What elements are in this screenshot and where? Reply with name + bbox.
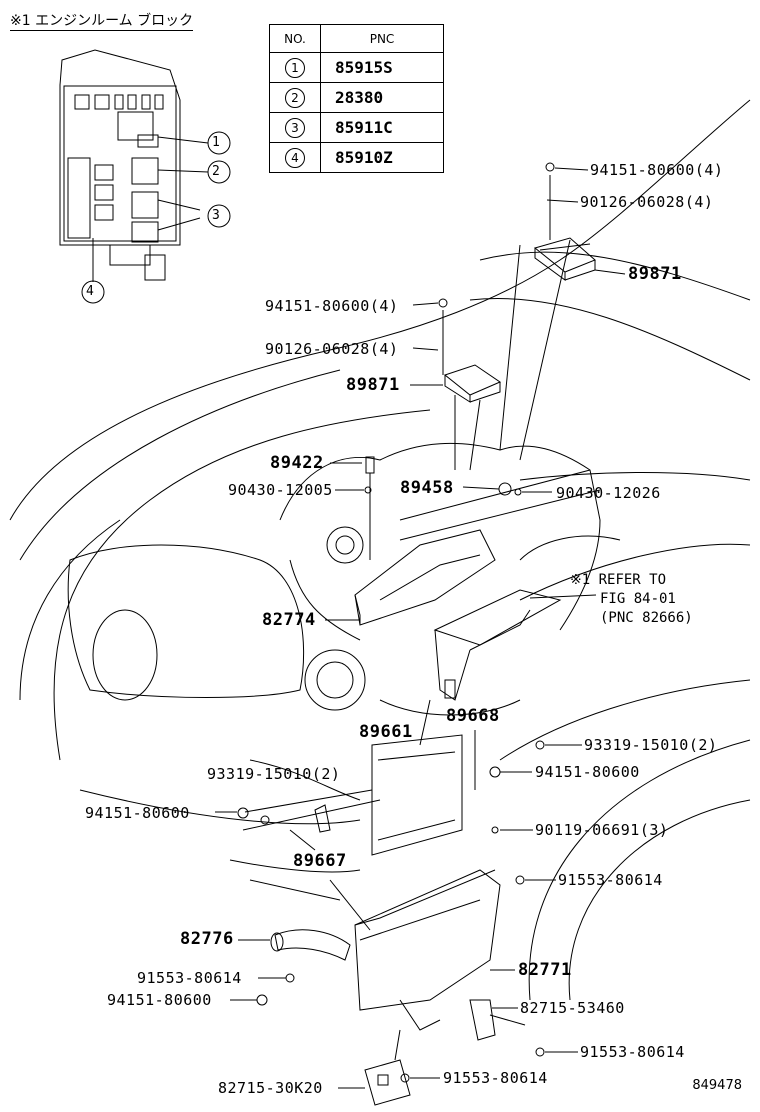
connector-top-right <box>499 175 596 461</box>
label-89668: 89668 <box>446 706 500 726</box>
label-90126-06028-top: 90126-06028(4) <box>580 193 714 211</box>
air-hose-82776 <box>270 929 351 961</box>
label-82774: 82774 <box>262 610 316 630</box>
label-90119-06691: 90119-06691(3) <box>535 821 669 839</box>
label-94151-80600-right: 94151-80600 <box>535 763 640 781</box>
leader-lines <box>215 167 626 1089</box>
note-title: ※1 エンジンルーム ブロック <box>10 13 194 31</box>
label-94151-80600-b: 94151-80600 <box>107 991 212 1009</box>
header-pnc: PNC <box>320 24 444 53</box>
label-89422: 89422 <box>270 453 324 473</box>
engine-outline <box>279 442 621 716</box>
refer-line-3: (PNC 82666) <box>600 610 693 626</box>
bracket-82715-30K20 <box>364 1029 411 1106</box>
table-row: 3 85911C <box>269 112 444 143</box>
label-89667: 89667 <box>293 851 347 871</box>
label-90126-06028-mid: 90126-06028(4) <box>265 340 399 358</box>
label-90430-12026: 90430-12026 <box>556 484 661 502</box>
label-91553-80614-c: 91553-80614 <box>580 1043 685 1061</box>
bracket-82715-53460 <box>469 999 526 1041</box>
pnc-table: NO. PNC 1 85915S 2 28380 3 85911C 4 8591… <box>269 24 444 173</box>
inset-callout-circles <box>81 131 231 304</box>
vehicle-body-outline <box>9 99 751 1001</box>
label-93319-15010-right: 93319-15010(2) <box>584 736 718 754</box>
label-82715-30K20: 82715-30K20 <box>218 1079 323 1097</box>
label-82771: 82771 <box>518 960 572 980</box>
label-89661: 89661 <box>359 722 413 742</box>
label-91553-80614-b: 91553-80614 <box>137 969 242 987</box>
ecu-89661 <box>371 699 476 856</box>
row-pnc: 85910Z <box>320 142 444 173</box>
row-no: 2 <box>285 87 305 108</box>
inset-callout-2: 2 <box>212 164 221 179</box>
label-89871-left: 89871 <box>346 375 400 395</box>
label-90430-12005: 90430-12005 <box>228 481 333 499</box>
connector-mid <box>442 310 502 471</box>
table-row: 2 28380 <box>269 82 444 113</box>
label-82776: 82776 <box>180 929 234 949</box>
refer-line-1: ※1 REFER TO <box>570 572 667 588</box>
bracket-89667 <box>242 789 381 851</box>
table-row: 4 85910Z <box>269 142 444 173</box>
label-94151-80600-top: 94151-80600(4) <box>590 161 724 179</box>
label-93319-15010-left: 93319-15010(2) <box>207 765 341 783</box>
inset-callout-4: 4 <box>86 284 95 299</box>
label-91553-80614-a: 91553-80614 <box>558 871 663 889</box>
label-94151-80600-mid: 94151-80600(4) <box>265 297 399 315</box>
row-no: 4 <box>285 147 305 168</box>
label-91553-80614-d: 91553-80614 <box>443 1069 548 1087</box>
row-pnc: 28380 <box>320 82 444 113</box>
refer-line-2: FIG 84-01 <box>600 591 676 607</box>
label-89871-right: 89871 <box>628 264 682 284</box>
header-no: NO. <box>269 24 321 53</box>
figure-number: 849478 <box>692 1078 742 1093</box>
inset-callout-1: 1 <box>212 135 221 150</box>
engine-room-block-inset <box>59 49 209 282</box>
refer-note: ※1 REFER TO FIG 84-01 (PNC 82666) <box>570 571 693 628</box>
sensor-parts <box>364 456 522 560</box>
row-no: 3 <box>285 117 305 138</box>
row-no: 1 <box>285 57 305 78</box>
ecu-housing-82771 <box>329 869 501 1031</box>
table-row: 1 85915S <box>269 52 444 83</box>
label-82715-53460: 82715-53460 <box>520 999 625 1017</box>
relay-block-cover-82774 <box>354 529 496 626</box>
bracket-89668 <box>433 589 562 701</box>
label-89458: 89458 <box>400 478 454 498</box>
label-94151-80600-left: 94151-80600 <box>85 804 190 822</box>
pnc-table-header: NO. PNC <box>269 24 444 53</box>
inset-callout-3: 3 <box>212 208 221 223</box>
row-pnc: 85911C <box>320 112 444 143</box>
row-pnc: 85915S <box>320 52 444 83</box>
